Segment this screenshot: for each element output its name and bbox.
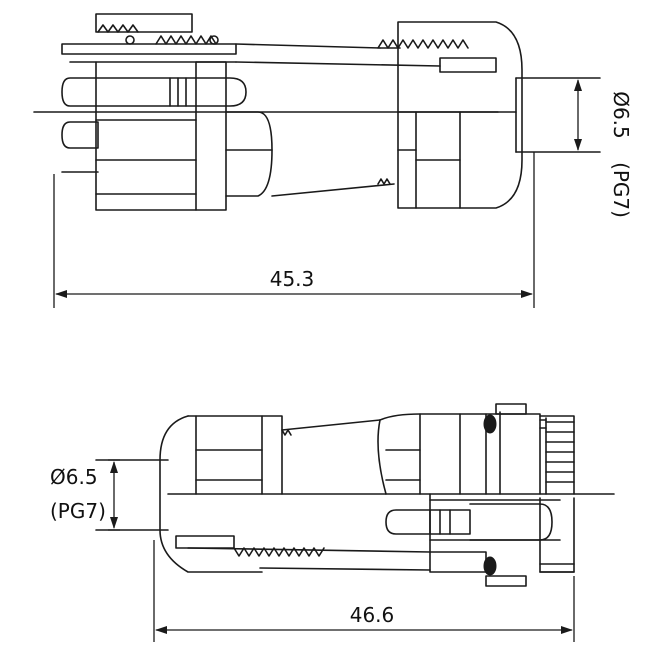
bottom-length-label: 46.6	[350, 603, 395, 627]
bottom-cable	[95, 459, 169, 531]
top-taper-sleeve	[235, 43, 441, 197]
bottom-connector-view: Ø6.5 (PG7) 46.6	[50, 403, 615, 642]
bottom-diameter-dimension: Ø6.5 (PG7)	[50, 459, 120, 531]
bottom-thread-label: (PG7)	[50, 499, 106, 523]
bottom-length-dimension: 46.6	[153, 540, 575, 642]
top-contact-pins	[61, 77, 247, 173]
top-cable	[515, 77, 601, 153]
top-gland-nut	[377, 21, 523, 209]
top-coupling-nut	[61, 13, 237, 63]
bottom-gland-nut	[159, 415, 325, 573]
top-diameter-label: Ø6.5	[609, 91, 633, 139]
top-hex-body	[95, 61, 273, 211]
bottom-hex-body	[377, 413, 487, 495]
top-length-label: 45.3	[270, 267, 315, 291]
bottom-diameter-label: Ø6.5	[50, 465, 98, 489]
top-connector-view: 45.3 Ø6.5 (PG7)	[33, 13, 633, 308]
top-length-dimension: 45.3	[53, 152, 535, 308]
bottom-taper-sleeve	[187, 419, 431, 571]
top-thread-label: (PG7)	[609, 162, 633, 218]
bottom-rear-housing	[483, 403, 575, 587]
top-diameter-dimension: Ø6.5 (PG7)	[574, 79, 633, 218]
bottom-contact-pins	[385, 493, 561, 573]
